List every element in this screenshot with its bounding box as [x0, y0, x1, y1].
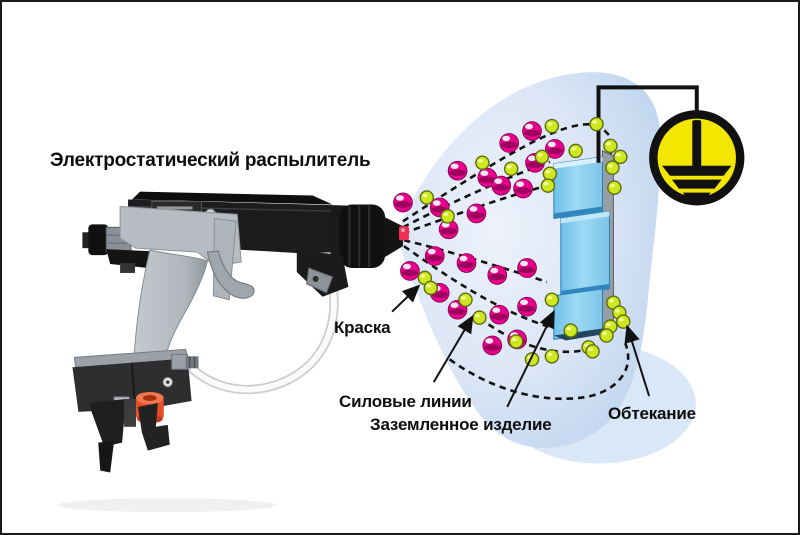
gun-handle [133, 249, 209, 360]
paint-particle [456, 253, 477, 273]
charged-particle [544, 349, 560, 364]
gun-rear-fitting [82, 224, 150, 273]
arrow-force-lines [432, 314, 474, 383]
charged-particle [458, 292, 473, 308]
paint-particle [545, 139, 565, 159]
label-paint: Краска [334, 318, 391, 337]
charged-particle [544, 292, 560, 308]
charged-particle [475, 155, 490, 171]
charged-particle [540, 178, 556, 193]
paint-particle [438, 219, 459, 240]
charged-particle [472, 310, 487, 325]
charged-particle [603, 138, 618, 154]
charged-particle [534, 149, 550, 165]
charged-particle [503, 161, 519, 176]
gun-shadow [57, 498, 276, 513]
charged-particle [544, 118, 560, 134]
charged-particle [585, 344, 600, 359]
charged-particle [563, 323, 578, 338]
grounded-product [553, 150, 614, 341]
paint-particles [393, 121, 565, 356]
charged-particle [616, 314, 631, 329]
diagram-title: Электростатический распылитель [50, 150, 371, 171]
charged-particle [423, 280, 439, 296]
charged-particle [508, 334, 524, 349]
paint-particle [482, 335, 503, 356]
charged-particle [568, 143, 583, 159]
label-force-lines: Силовые линии [339, 392, 472, 411]
label-flow-around: Обтекание [608, 404, 696, 423]
charged-particle [419, 190, 435, 205]
label-grounded-item: Заземленное изделие [370, 415, 552, 434]
charged-particles [417, 116, 631, 367]
spray-gun [57, 191, 409, 513]
paint-particle [393, 192, 413, 213]
nozzle-red-tip [399, 226, 409, 241]
paint-particle [517, 258, 537, 278]
gun-trigger [206, 250, 255, 299]
arrow-flow-around [624, 324, 651, 397]
charged-particle [589, 116, 604, 132]
paint-particle [424, 246, 445, 266]
charged-particle [607, 180, 622, 195]
paint-particle [522, 121, 542, 141]
charged-particle [605, 160, 620, 175]
paint-particle [517, 296, 537, 317]
arrow-paint [391, 284, 421, 313]
ground-icon [649, 110, 745, 206]
paint-particle [491, 175, 512, 196]
charged-particle [599, 328, 614, 343]
paint-hose [188, 261, 339, 395]
paint-particle [513, 178, 533, 199]
paint-particle [400, 261, 420, 281]
paint-particle [447, 160, 468, 181]
charged-particle [440, 209, 455, 224]
charged-particle [613, 149, 628, 165]
paint-particle [466, 203, 487, 224]
callout-arrows [391, 284, 651, 408]
paint-particle [499, 133, 520, 153]
arrow-grounded-item [506, 309, 555, 408]
gun-nozzle [296, 204, 409, 297]
paint-particle [489, 304, 510, 325]
gun-bottom-unit [72, 348, 199, 473]
charged-particle [542, 166, 558, 181]
paint-particle [487, 265, 508, 285]
